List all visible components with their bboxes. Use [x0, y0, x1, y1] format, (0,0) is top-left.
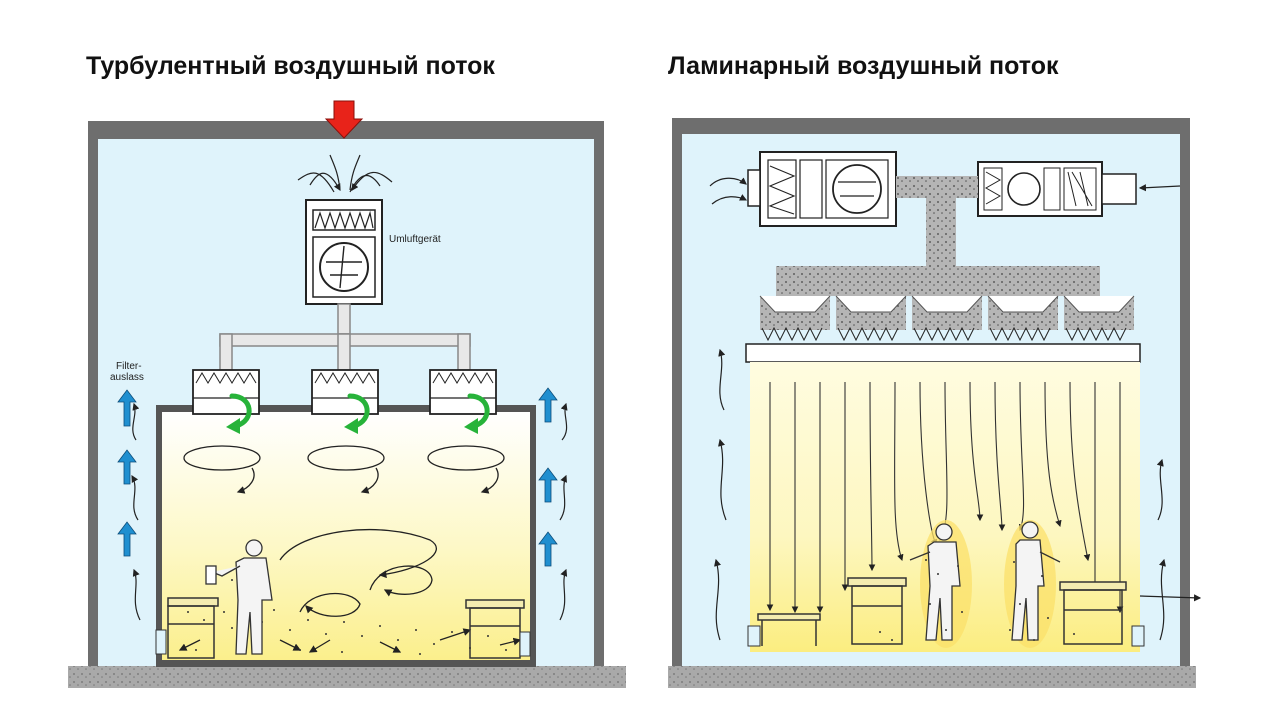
fan-icon — [319, 242, 369, 292]
filter-outlet-label-line2: auslass — [110, 372, 144, 383]
turbulent-flow-title: Турбулентный воздушный поток — [86, 52, 495, 80]
laminar-flow-title: Ламинарный воздушный поток — [668, 52, 1059, 80]
recirculation-unit — [305, 199, 383, 305]
side-airflow — [709, 177, 1202, 641]
return-vent-right — [1131, 625, 1145, 647]
return-vent-left — [155, 629, 167, 655]
red-down-arrow-icon — [324, 100, 364, 139]
workbench-left — [757, 613, 821, 646]
supply-duct — [776, 176, 1100, 296]
workbench-center — [847, 577, 907, 645]
supply-duct — [219, 303, 471, 371]
side-airflow — [131, 402, 568, 621]
turbulent-swirls — [178, 445, 522, 653]
recirculation-unit-label: Umluftgerät — [389, 234, 441, 245]
workbench-left — [167, 597, 219, 659]
return-vent-right — [519, 631, 531, 657]
laminar-flow-diagram — [668, 118, 1202, 688]
person-icon — [205, 539, 273, 655]
air-handling-unit-right — [977, 161, 1137, 217]
ceiling-hoods — [745, 295, 1141, 363]
workbench-right — [1059, 581, 1127, 645]
filter-outlet-label-line1: Filter- — [116, 361, 142, 372]
person-icon — [909, 520, 1061, 648]
particles — [879, 559, 1075, 641]
air-handling-unit-left — [747, 151, 897, 227]
cleanroom-air — [162, 412, 530, 660]
laminar-airflow-lines — [766, 381, 1124, 614]
return-vent-left — [747, 625, 761, 647]
blue-up-arrow-icon — [117, 387, 558, 567]
air-intake-spray — [297, 154, 393, 193]
ceiling-filters — [192, 369, 497, 415]
turbulent-flow-diagram — [68, 100, 626, 688]
green-swirl-arrow-icon — [226, 393, 490, 434]
